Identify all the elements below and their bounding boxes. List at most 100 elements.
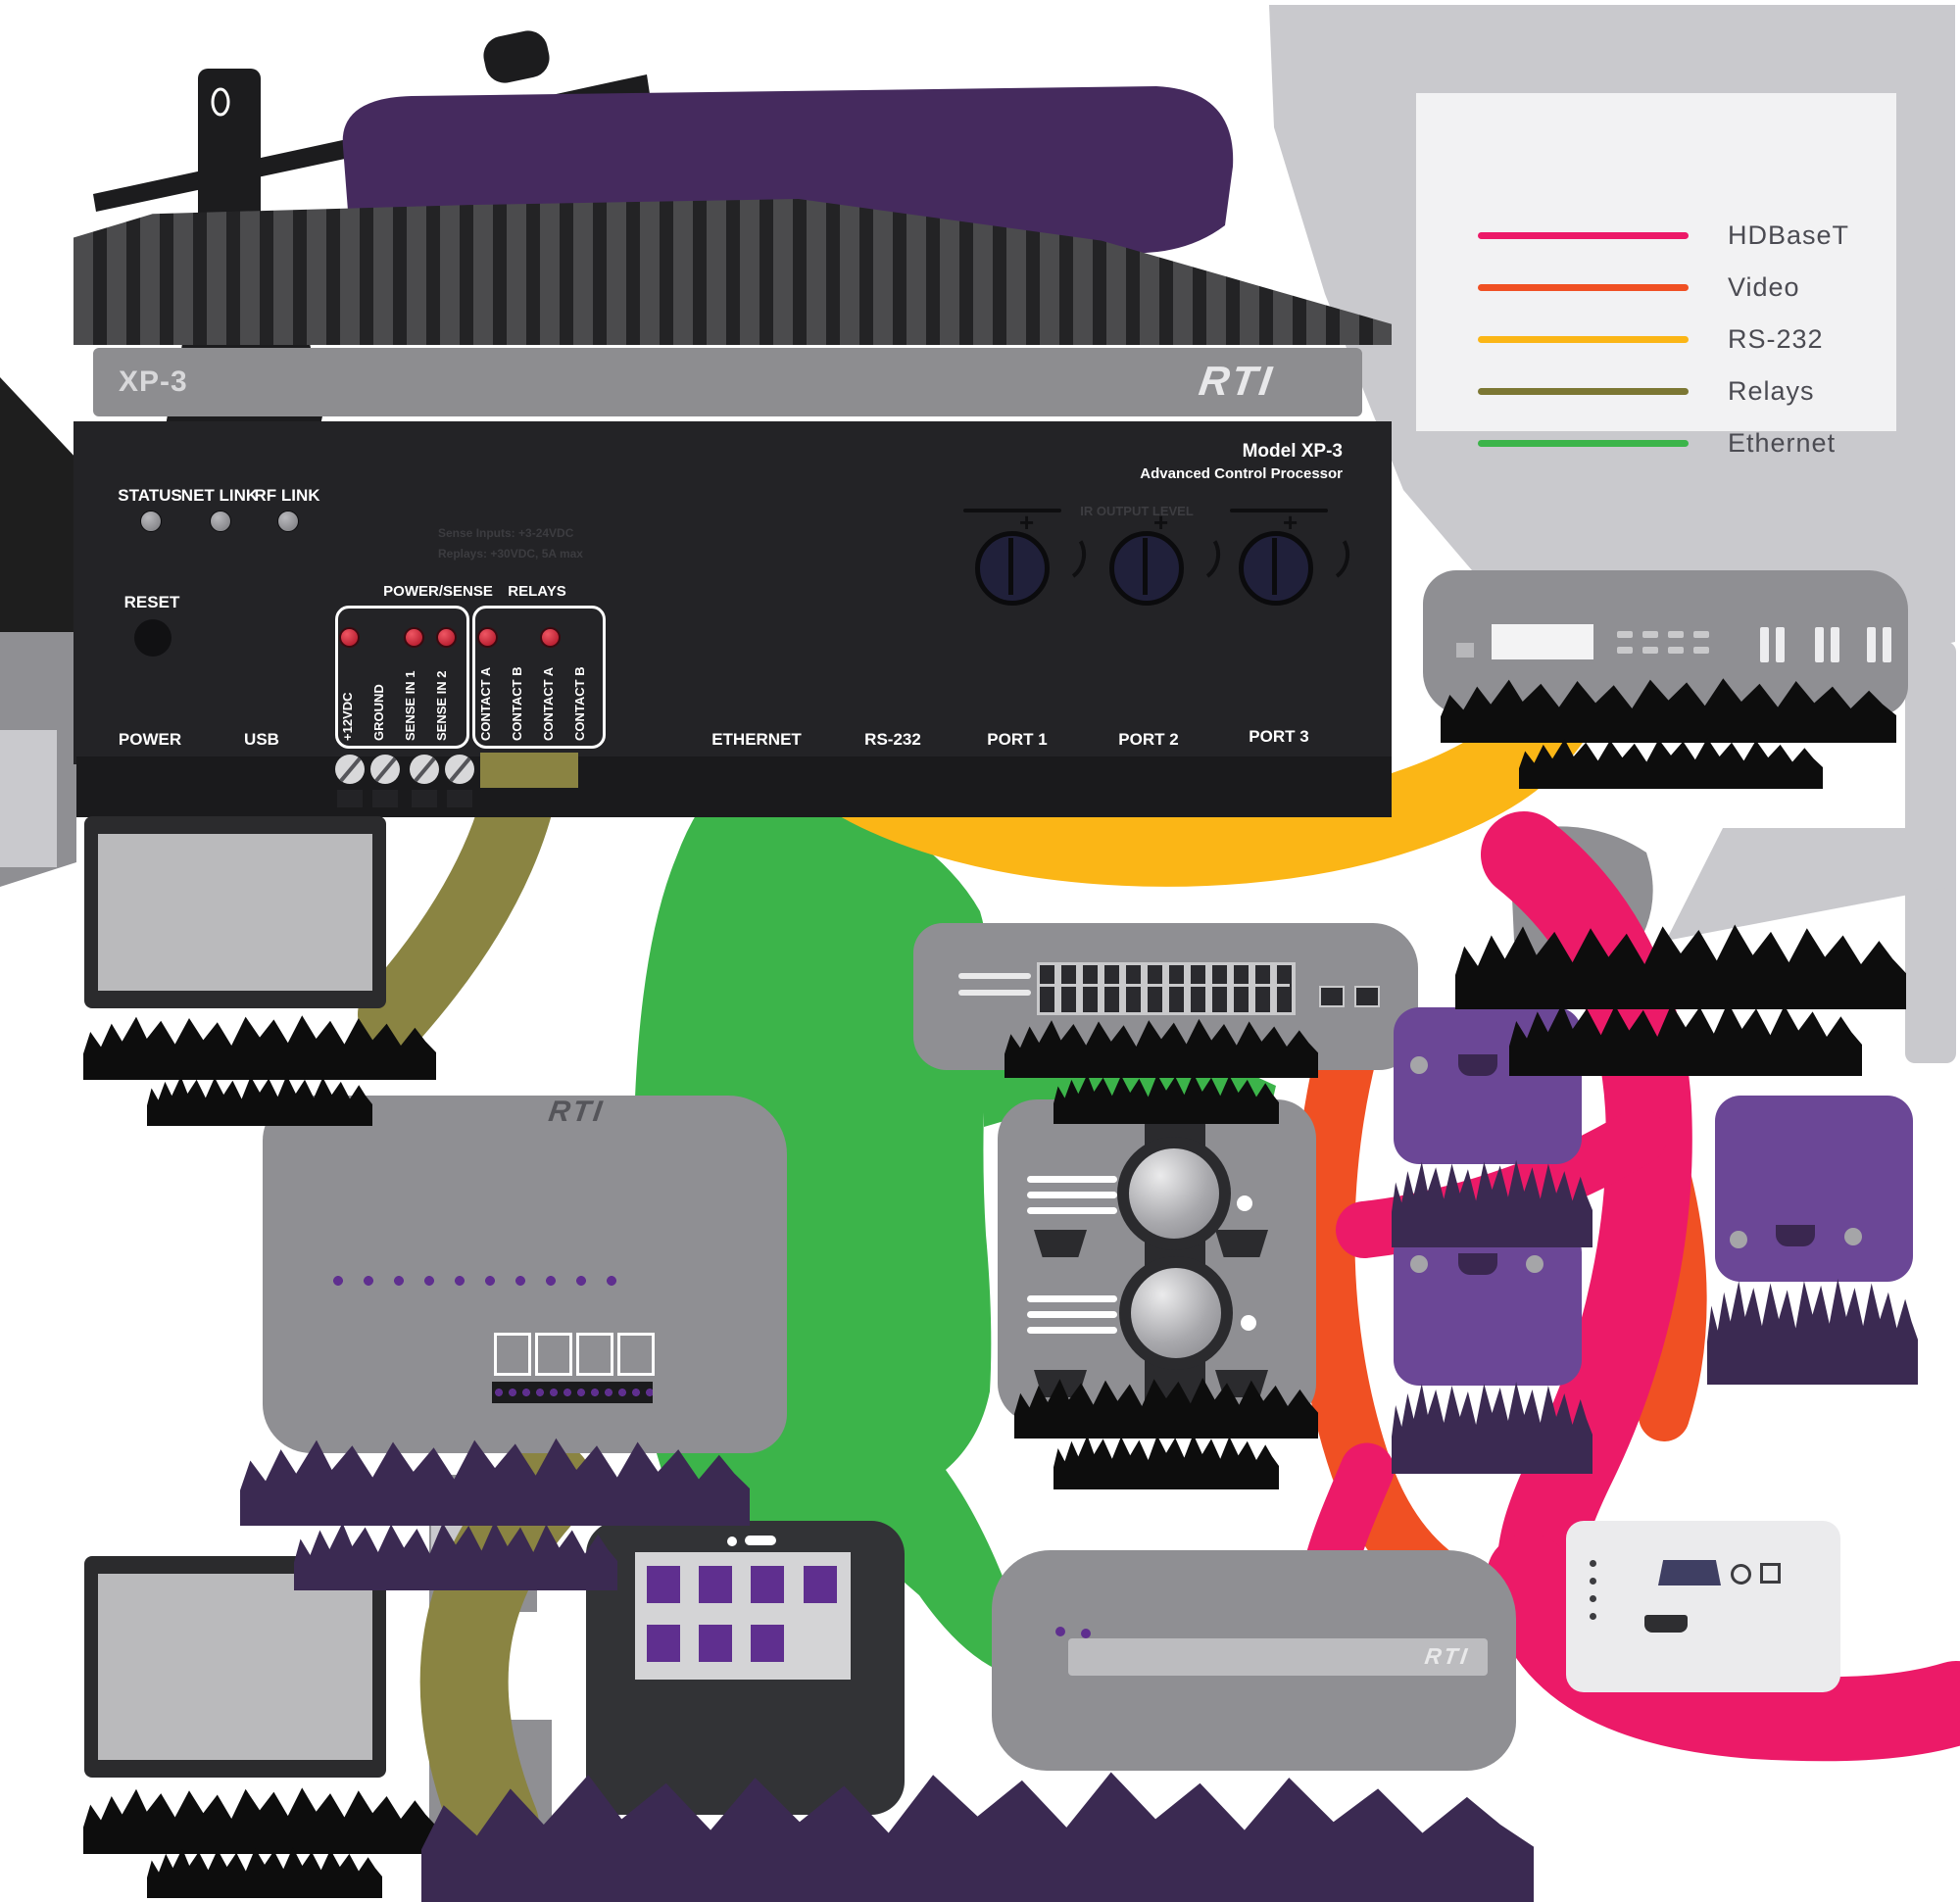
terminal-screw[interactable] [410, 755, 439, 784]
keypad-button[interactable] [751, 1625, 784, 1662]
reset-label: RESET [123, 593, 180, 611]
port-slot[interactable] [1776, 1225, 1815, 1246]
keypad-button[interactable] [699, 1566, 732, 1603]
projector-dot [1590, 1578, 1596, 1585]
terminal-slot [447, 790, 472, 807]
switch-port-block[interactable] [1037, 962, 1296, 1015]
camera-lens-2 [1119, 1256, 1233, 1370]
receiver-dash [1642, 647, 1658, 654]
terminal-label: GROUND [371, 684, 386, 741]
receiver-button[interactable] [1456, 643, 1474, 658]
camera-vent-line [1027, 1295, 1117, 1302]
legend-label: HDBaseT [1728, 220, 1850, 250]
terminal-screw[interactable] [335, 755, 365, 784]
status-led [140, 511, 162, 532]
camera-vent-line [1027, 1176, 1117, 1183]
terminal-led [540, 627, 561, 648]
port-slot[interactable] [1458, 1253, 1497, 1275]
keypad-led [727, 1536, 737, 1546]
touch-panel-button[interactable] [535, 1333, 572, 1376]
terminal-screw[interactable] [370, 755, 400, 784]
port-label-port1: PORT 1 [987, 730, 1048, 749]
camera-vent-line [1027, 1207, 1117, 1214]
touch-panel-button[interactable] [494, 1333, 531, 1376]
camera-led [1237, 1195, 1252, 1211]
keypad-speaker-slot [745, 1536, 776, 1545]
screw-dot [1844, 1228, 1862, 1245]
touch-panel-button[interactable] [617, 1333, 655, 1376]
terminal-label: SENSE IN 2 [434, 670, 449, 741]
legend-line-ethernet [1478, 440, 1689, 447]
rti-logo: RTI [546, 1096, 608, 1128]
projector-dot [1590, 1613, 1596, 1620]
port-square[interactable] [1760, 1563, 1781, 1584]
port-label-port2: PORT 2 [1118, 730, 1179, 749]
knob-line [1230, 509, 1328, 512]
relay-connector-block[interactable] [480, 753, 578, 788]
receiver-dash [1693, 647, 1709, 654]
keypad-button[interactable] [751, 1566, 784, 1603]
receiver-dash [1668, 631, 1684, 638]
wire-hdbaset-bottom [1487, 1534, 1960, 1762]
terminal-label: SENSE IN 1 [403, 670, 417, 741]
hdbaset-receiver-3 [1715, 1096, 1913, 1282]
soundbar-body: RTI [1068, 1638, 1488, 1676]
receiver-bar [1883, 627, 1891, 662]
terminal-led [339, 627, 360, 648]
xp3-badge: XP-3 [119, 366, 188, 398]
knob-plus-icon: + [1153, 508, 1169, 537]
screen-surface [98, 834, 372, 991]
netlink-led [210, 511, 231, 532]
wire-rs232 [810, 646, 1608, 887]
hdbaset-receiver-2 [1394, 1227, 1582, 1386]
touch-panel-dot-row [331, 1274, 635, 1288]
keypad-button[interactable] [804, 1566, 837, 1603]
terminal-slot [337, 790, 363, 807]
legend-label: Relays [1728, 376, 1815, 406]
camera-vent-line [1027, 1327, 1117, 1334]
model-line-2: Advanced Control Processor [1140, 465, 1343, 482]
relays-title: RELAYS [508, 583, 566, 600]
rti-logo: RTI [1423, 1643, 1472, 1669]
port-label-usb: USB [244, 730, 279, 749]
switch-line [958, 990, 1031, 996]
audio-jack[interactable] [1731, 1564, 1751, 1585]
terminal-label: +12VDC [340, 692, 355, 742]
switch-uplink-port[interactable] [1354, 986, 1380, 1007]
ir-level-knob-2[interactable] [1109, 531, 1184, 606]
receiver-bar [1831, 627, 1839, 662]
port-slot[interactable] [1458, 1054, 1497, 1076]
terminal-led [404, 627, 424, 648]
xp3-bottom-strip [76, 756, 1392, 817]
status-led-label: STATUS [118, 486, 182, 505]
knob-line [963, 509, 1061, 512]
port-label-port3: PORT 3 [1249, 727, 1309, 746]
switch-uplink-port[interactable] [1319, 986, 1345, 1007]
keypad-button[interactable] [647, 1566, 680, 1603]
keypad-button[interactable] [699, 1625, 732, 1662]
ir-level-knob-1[interactable] [975, 531, 1050, 606]
receiver-dash [1642, 631, 1658, 638]
terminal-slot [372, 790, 398, 807]
reset-button[interactable] [134, 619, 172, 657]
touch-panel-button[interactable] [576, 1333, 613, 1376]
keypad-button[interactable] [647, 1625, 680, 1662]
hdmi-port[interactable] [1644, 1615, 1688, 1633]
knob-plus-icon: + [1283, 508, 1298, 537]
screw-dot [1526, 1255, 1544, 1273]
soundbar-dot [1081, 1629, 1091, 1638]
terminal-screw[interactable] [445, 755, 474, 784]
antenna-hole [211, 87, 230, 117]
camera-lens-1 [1117, 1137, 1231, 1250]
rflink-led [277, 511, 299, 532]
legend: HDBaseT Video RS-232 Relays Ethernet [1416, 93, 1896, 458]
vga-port[interactable] [1658, 1560, 1721, 1585]
receiver-dash [1617, 631, 1633, 638]
ir-level-knob-3[interactable] [1239, 531, 1313, 606]
terminal-slot [412, 790, 437, 807]
projector-dot [1590, 1595, 1596, 1602]
camera-vent-line [1027, 1192, 1117, 1198]
rflink-led-label: RF LINK [254, 486, 320, 505]
camera-foot [1215, 1230, 1268, 1257]
